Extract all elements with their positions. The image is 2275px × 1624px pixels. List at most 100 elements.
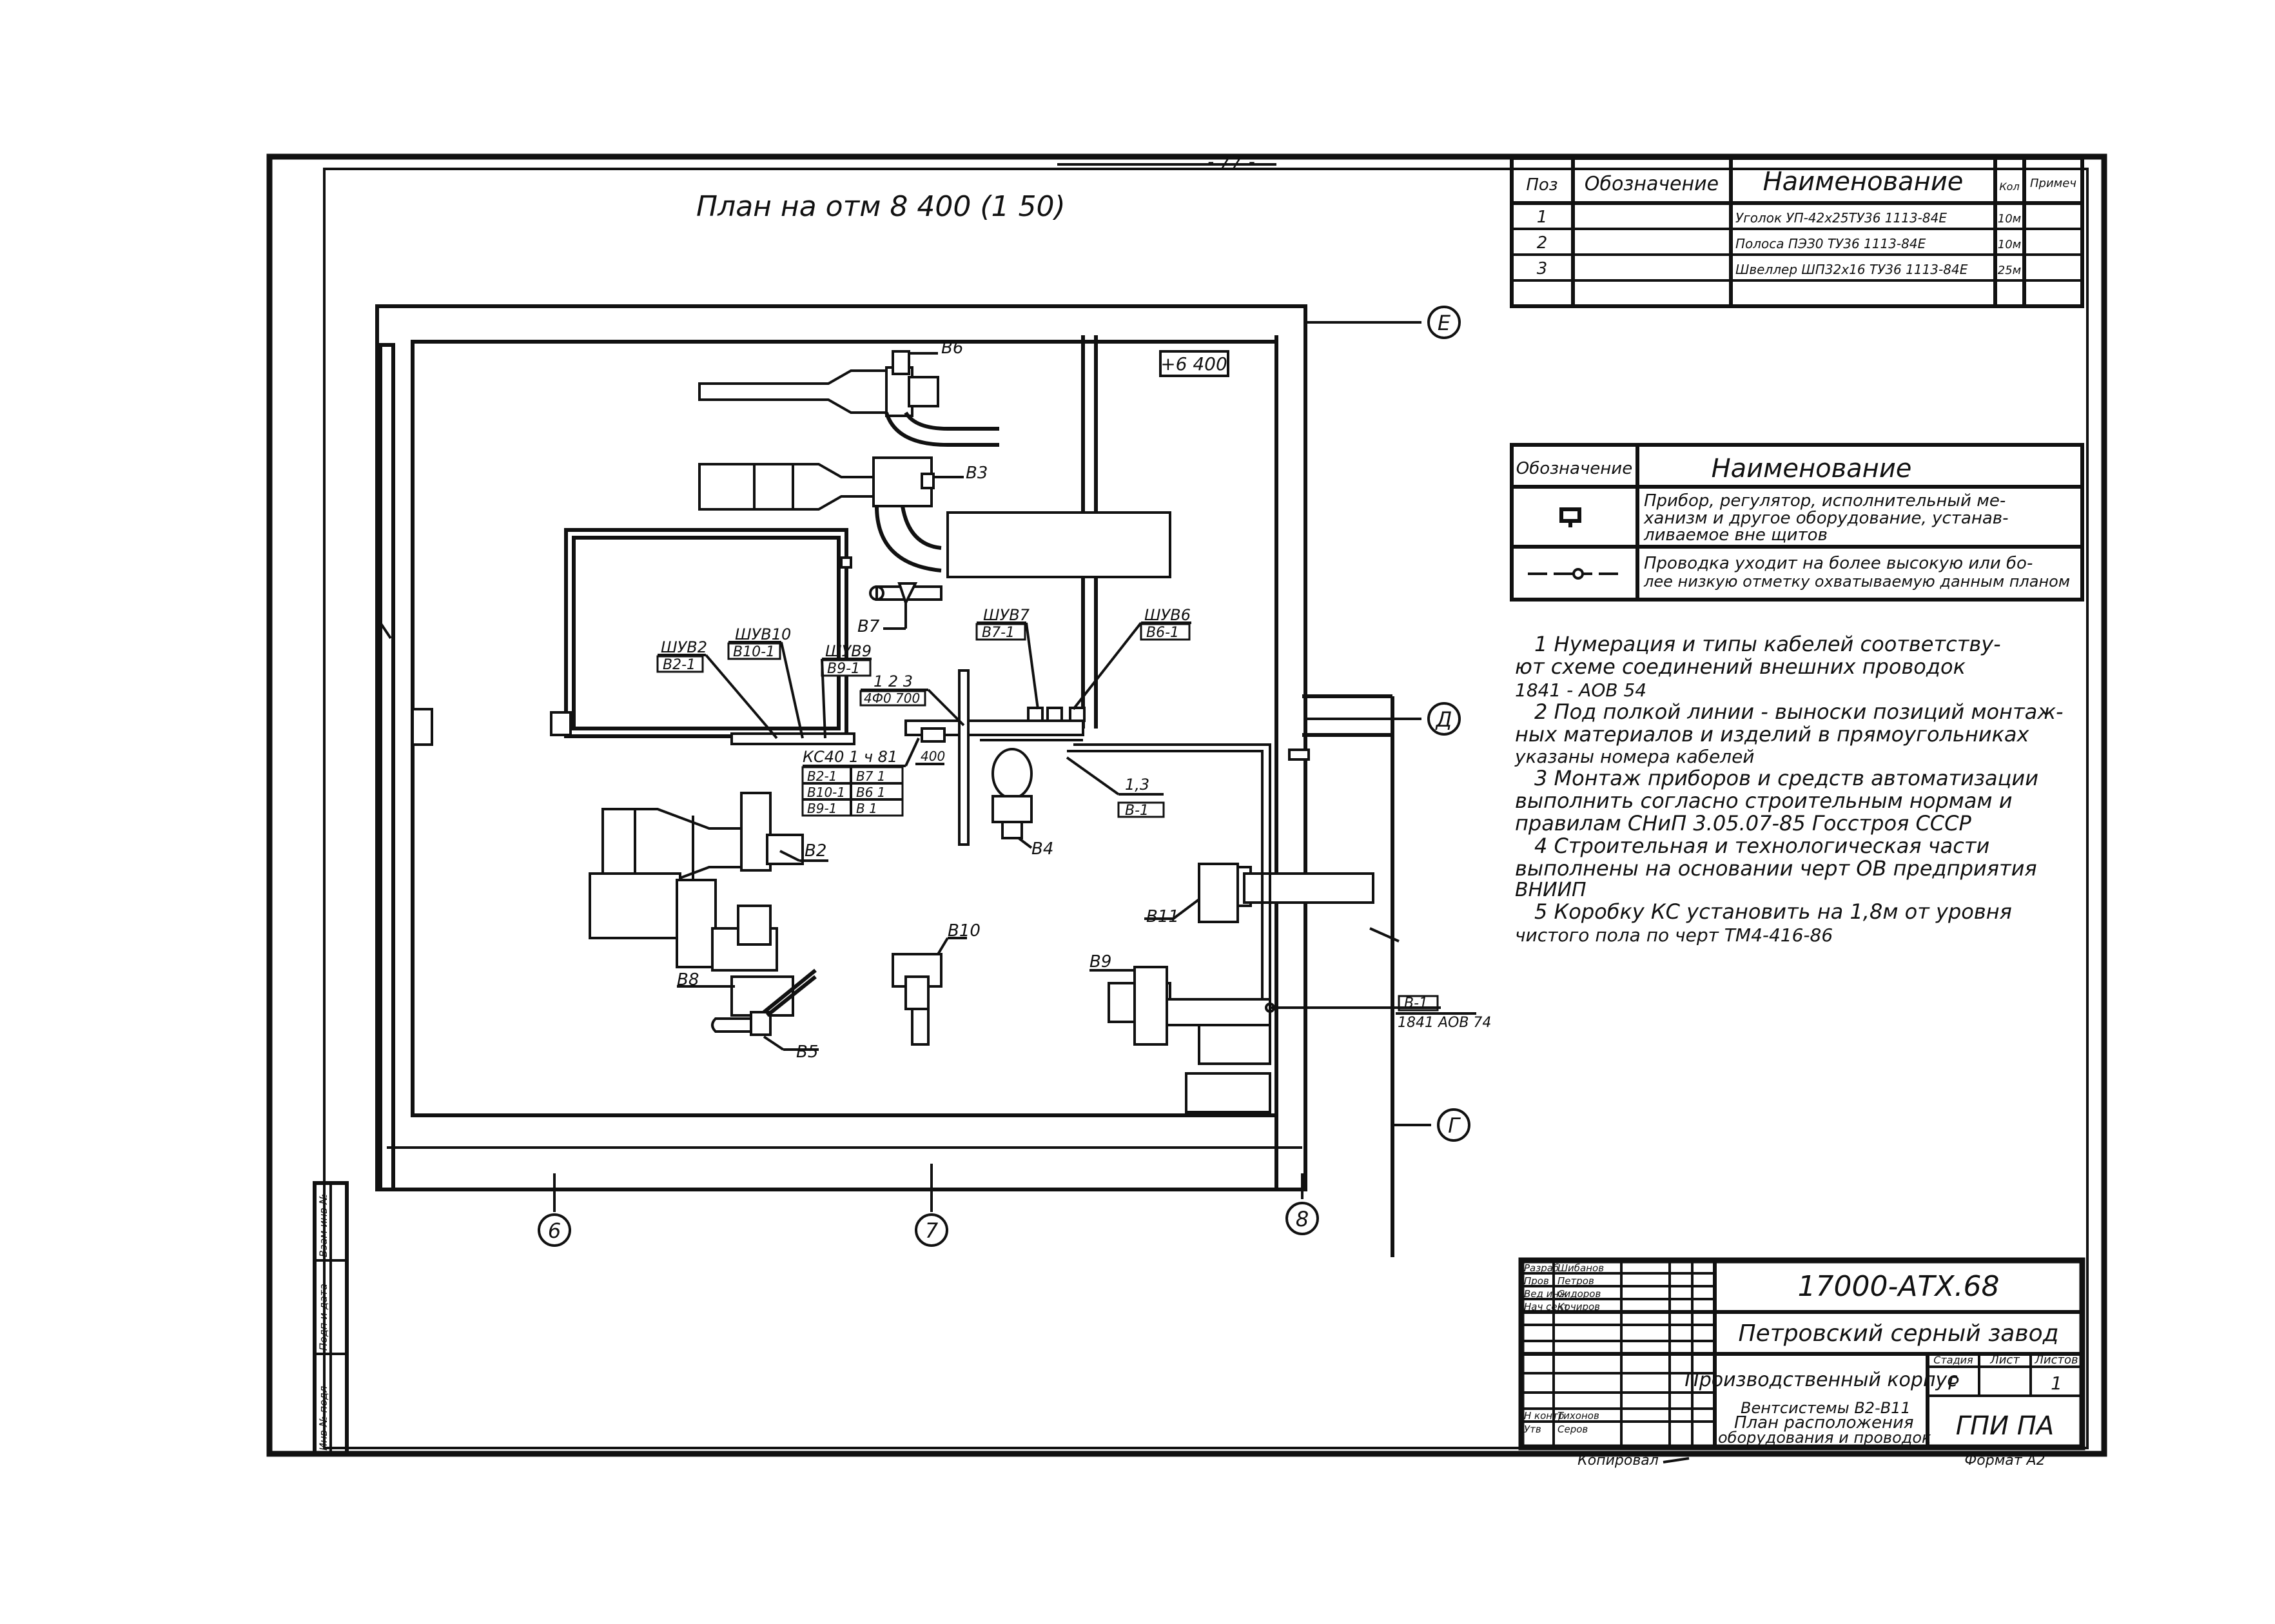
- copied-label: Копировал: [1577, 1453, 1659, 1469]
- note-line-13: 5 Коробку КС установить на 1,8м от уровн…: [1534, 899, 2012, 924]
- callout-b1-ext-top: В-1: [1404, 995, 1428, 1012]
- sheet-frame: [266, 153, 2107, 1457]
- legend-row1-line2: ханизм и другое оборудование, устанав-: [1643, 509, 2008, 528]
- callout-b1-top: 1,3: [1125, 776, 1149, 794]
- staff-name-8: Тихонов: [1557, 1410, 1599, 1422]
- legend-row2-line1: Проводка уходит на более высокую или бо-: [1644, 554, 2033, 573]
- axis-lines: [553, 321, 1431, 1212]
- ks40-row3-right: В 1: [856, 801, 877, 816]
- spec-row3-qty: 25м: [1998, 264, 2021, 277]
- callout-shuv2-bottom: В2-1: [663, 657, 696, 673]
- spec-row2-pos: 2: [1537, 233, 1548, 253]
- equipment-v9: В9: [1089, 952, 1135, 972]
- axis-marker-6: 6: [538, 1213, 571, 1247]
- spec-row1-pos: 1: [1537, 208, 1548, 227]
- note-line-8: выполнить согласно строительным нормам и: [1515, 788, 2013, 813]
- staff-name-9: Серов: [1557, 1423, 1588, 1435]
- staff-role-9: Утв: [1524, 1423, 1541, 1435]
- staff-role-2: Пров: [1524, 1275, 1549, 1287]
- equipment-v10: В10: [892, 921, 981, 1046]
- callout-shuv6: ШУВ6 В6-1: [1072, 606, 1191, 710]
- callout-shuv2-top: ШУВ2: [661, 638, 707, 656]
- callout-b1-ext-bottom: 1841 АОВ 74: [1398, 1015, 1491, 1031]
- format-label: Формат А2: [1964, 1453, 2045, 1469]
- cable-routes: [730, 669, 1310, 1013]
- axis-marker-G: Г: [1437, 1108, 1470, 1142]
- page-number: - 77 -: [1207, 151, 1255, 172]
- drawing-title-line-1: Вентсистемы В2-В11: [1741, 1399, 1911, 1417]
- equipment-label-v4: В4: [1031, 839, 1053, 859]
- ks40-row1-right: В7 1: [856, 768, 886, 784]
- callout-shuv9-top: ШУВ9: [825, 642, 872, 660]
- callout-tray: 1 2 3 4Ф0 700: [859, 672, 965, 727]
- spec-row2-name: Полоса ПЭЗ0 ТУ36 1113-84Е: [1735, 236, 1926, 251]
- spec-row1-qty: 10м: [1998, 212, 2021, 226]
- equipment-v7: В7: [857, 582, 942, 636]
- axis-marker-D: Д: [1427, 702, 1461, 736]
- axis-marker-7: 7: [915, 1213, 948, 1247]
- legend-header-name: Наименование: [1712, 454, 1912, 484]
- stage-header-sheet: Лист: [1989, 1353, 2020, 1367]
- building-walls: [375, 304, 1400, 1257]
- dimension-400: 400: [921, 748, 945, 764]
- general-notes: 1 Нумерация и типы кабелей соответству- …: [1514, 632, 2064, 946]
- spec-header-note: Примеч: [2030, 177, 2076, 190]
- spec-header-qty: Кол: [1999, 181, 2019, 193]
- callout-shuv7-bottom: В7-1: [982, 625, 1015, 641]
- ventilation-ducts: [589, 366, 1374, 1113]
- equipment-v2: В2: [779, 841, 828, 862]
- axis-label-G: Г: [1448, 1113, 1461, 1138]
- equipment-label-v9: В9: [1089, 952, 1111, 972]
- staff-name-4: Кочиров: [1557, 1301, 1600, 1313]
- equipment-v6: В6: [892, 338, 963, 375]
- equipment-label-v6: В6: [941, 338, 963, 358]
- equipment-label-v10: В10: [948, 921, 981, 941]
- callout-shuv7: ШУВ7 В7-1: [975, 606, 1039, 710]
- note-line-14: чистого пола по черт ТМ4-416-86: [1515, 925, 1833, 946]
- callout-tray-top: 1 2 3: [874, 672, 913, 690]
- plant-name: Петровский серный завод: [1739, 1320, 2059, 1347]
- specification-table: Поз Обозначение Наименование Кол Примеч …: [1510, 156, 2084, 308]
- callout-shuv10: ШУВ10 В10-1: [727, 625, 804, 739]
- spec-header-name: Наименование: [1763, 167, 1964, 197]
- staff-name-1: Шибанов: [1557, 1262, 1604, 1274]
- note-line-5: ных материалов и изделий в прямоугольник…: [1515, 722, 2030, 747]
- equipment-v11: В11: [1144, 898, 1200, 926]
- ks40-row3-left: В9-1: [807, 801, 837, 816]
- equipment-v4: В4: [991, 748, 1053, 859]
- callout-shuv9: ШУВ9 В9-1: [821, 642, 872, 739]
- organization: ГПИ ПА: [1956, 1411, 2054, 1441]
- title-block: 17000-АТХ.68 Петровский серный завод Про…: [1518, 1257, 2085, 1469]
- equipment-label-v3: В3: [966, 464, 988, 483]
- note-line-2: ют схеме соединений внешних проводок: [1515, 654, 1966, 679]
- legend-table: Обозначение Наименование Прибор, регулят…: [1510, 443, 2084, 602]
- axis-label-E: Е: [1438, 311, 1451, 335]
- ks40-row2-left: В10-1: [807, 785, 845, 800]
- legend-row1-line1: Прибор, регулятор, исполнительный ме-: [1644, 491, 2006, 511]
- equipment-v8: В8: [677, 970, 735, 990]
- callout-shuv9-bottom: В9-1: [827, 661, 860, 677]
- axis-marker-E: Е: [1427, 306, 1461, 339]
- staff-name-3: Сидоров: [1557, 1288, 1601, 1300]
- callout-shuv7-top: ШУВ7: [983, 606, 1030, 624]
- side-stamp-replace: Взам инв №: [317, 1194, 329, 1257]
- callout-tray-bottom: 4Ф0 700: [864, 690, 920, 706]
- callout-b1-external: В-1 1841 АОВ 74: [1271, 995, 1491, 1031]
- note-line-3: 1841 - АОВ 54: [1515, 680, 1646, 701]
- plan-title: План на отм 8 400 (1 50): [696, 190, 1066, 223]
- spec-row3-pos: 3: [1537, 259, 1548, 279]
- note-line-12: ВНИИП: [1515, 879, 1587, 901]
- note-line-9: правилам СНиП 3.05.07-85 Госстроя СССР: [1515, 811, 1971, 836]
- note-line-4: 2 Под полкой линии - выноски позиций мон…: [1534, 699, 2064, 724]
- axis-label-6: 6: [548, 1218, 561, 1243]
- side-stamp-sign: Подп и дата: [317, 1284, 329, 1351]
- staff-role-8: Н контр: [1524, 1410, 1564, 1422]
- callout-b1-bottom: В-1: [1125, 803, 1149, 819]
- panel-room: [550, 528, 852, 738]
- drawing-title-line-2: План расположения: [1734, 1413, 1913, 1433]
- junction-box-ks40: КС40 1 ч 81 В2-1 В7 1 В10-1 В6 1 В9-1 В …: [801, 738, 920, 817]
- legend-row2-line2: лее низкую отметку охватываемую данным п…: [1643, 572, 2070, 591]
- note-line-7: 3 Монтаж приборов и средств автоматизаци…: [1534, 766, 2038, 790]
